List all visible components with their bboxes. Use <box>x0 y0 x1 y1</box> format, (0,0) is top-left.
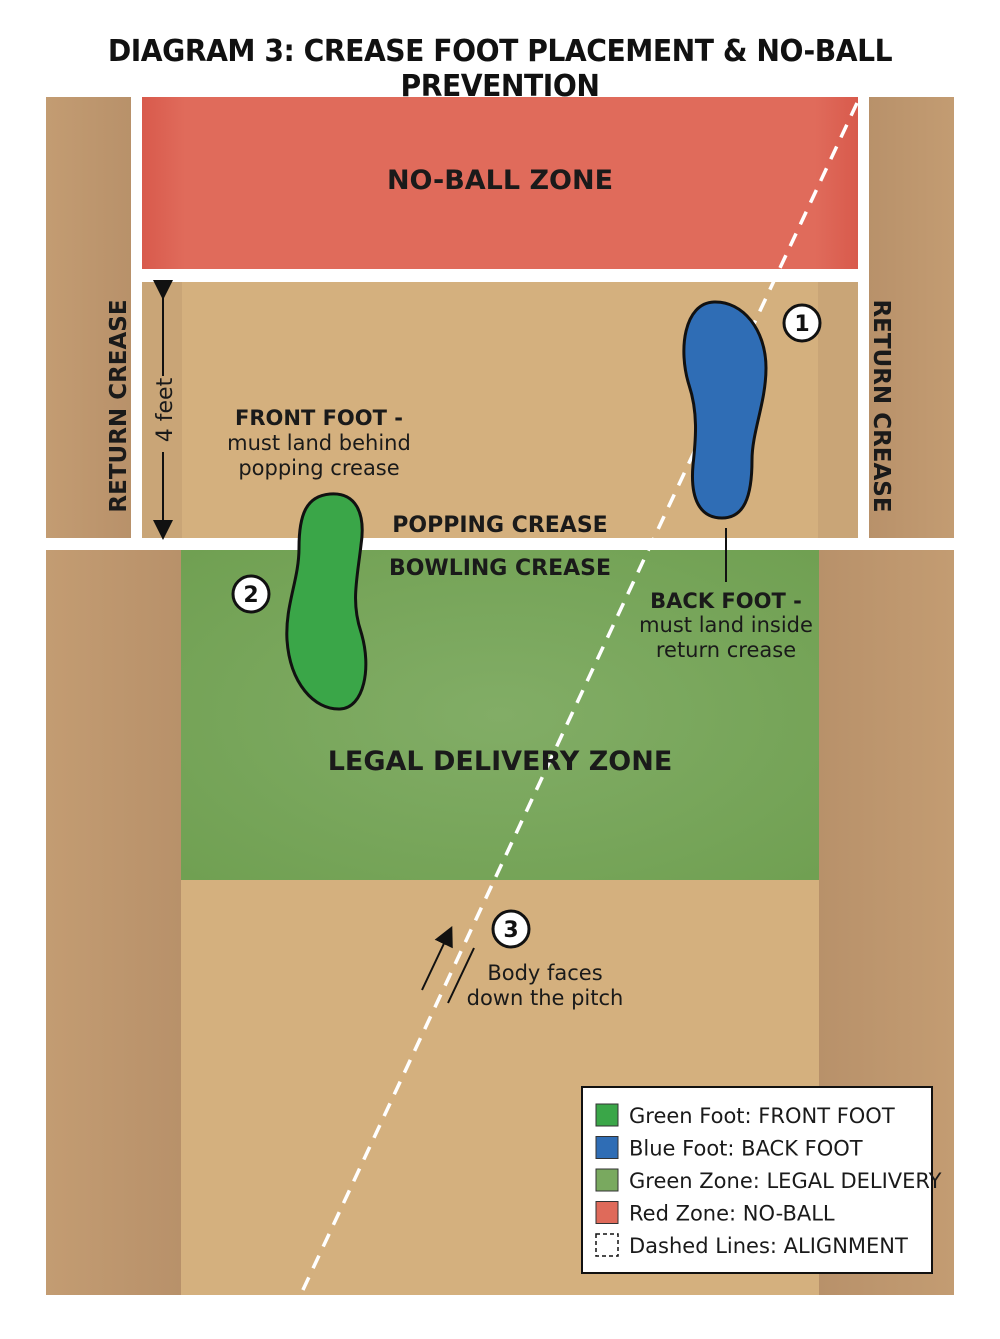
body-line1: Body faces <box>487 961 602 985</box>
legend-label-green-foot: Green Foot: FRONT FOOT <box>629 1104 895 1128</box>
body-direction-arrow <box>421 925 453 991</box>
left-outer-area <box>46 97 132 538</box>
return-crease-right-label: RETURN CREASE <box>868 299 894 512</box>
popping-crease-line <box>46 538 954 550</box>
legend-box <box>581 1086 933 1274</box>
dimension-label: 4 feet <box>153 377 178 442</box>
front-foot-title: FRONT FOOT - <box>235 406 403 430</box>
marker-1-circle <box>782 303 822 343</box>
front-foot-line1: must land behind <box>227 431 411 455</box>
diagram-title: DIAGRAM 3: CREASE FOOT PLACEMENT & NO-BA… <box>107 34 893 104</box>
back-foot-line1: must land inside <box>639 613 813 637</box>
body-direction-tick <box>447 947 475 1004</box>
legend-swatch-green-zone <box>595 1168 619 1192</box>
alignment-dashed-line <box>300 102 859 1293</box>
legend-label-red-zone: Red Zone: NO-BALL <box>629 1202 835 1226</box>
back-foot-icon <box>682 300 768 520</box>
no-ball-boundary-line <box>131 269 869 282</box>
front-foot-line2: popping crease <box>238 456 399 480</box>
legend-swatch-dashed <box>595 1233 619 1257</box>
no-ball-zone-label: NO-BALL ZONE <box>387 165 613 196</box>
left-lower-side <box>46 550 181 1295</box>
legend-swatch-green-foot <box>595 1103 619 1127</box>
legend: Green Foot: FRONT FOOT Blue Foot: BACK FO… <box>581 1086 942 1274</box>
marker-1-number: 1 <box>794 312 809 337</box>
legend-swatch-blue-foot <box>595 1136 619 1159</box>
front-foot-icon <box>285 492 368 711</box>
right-inner-lane <box>818 282 858 538</box>
marker-2-number: 2 <box>243 583 258 608</box>
legal-delivery-zone <box>181 550 819 880</box>
body-line2: down the pitch <box>467 986 624 1010</box>
back-foot-line2: return crease <box>656 638 796 662</box>
legend-label-blue-foot: Blue Foot: BACK FOOT <box>629 1137 863 1161</box>
popping-crease-label: POPPING CREASE <box>392 513 607 538</box>
legend-label-green-zone: Green Zone: LEGAL DELIVERY <box>629 1169 942 1193</box>
right-outer-area <box>868 97 954 538</box>
return-crease-left-label: RETURN CREASE <box>106 299 132 512</box>
legend-label-dashed: Dashed Lines: ALIGNMENT <box>629 1234 908 1258</box>
bowling-crease-label: BOWLING CREASE <box>389 556 611 581</box>
left-return-crease-line <box>131 97 142 538</box>
right-return-crease-line <box>858 97 869 538</box>
back-foot-title: BACK FOOT - <box>650 589 802 613</box>
no-ball-zone <box>142 97 858 269</box>
legal-delivery-zone-label: LEGAL DELIVERY ZONE <box>328 746 673 777</box>
legend-swatch-red-zone <box>595 1201 619 1224</box>
marker-3-number: 3 <box>503 918 518 943</box>
marker-2-circle <box>231 574 271 614</box>
marker-3-circle <box>491 909 531 949</box>
